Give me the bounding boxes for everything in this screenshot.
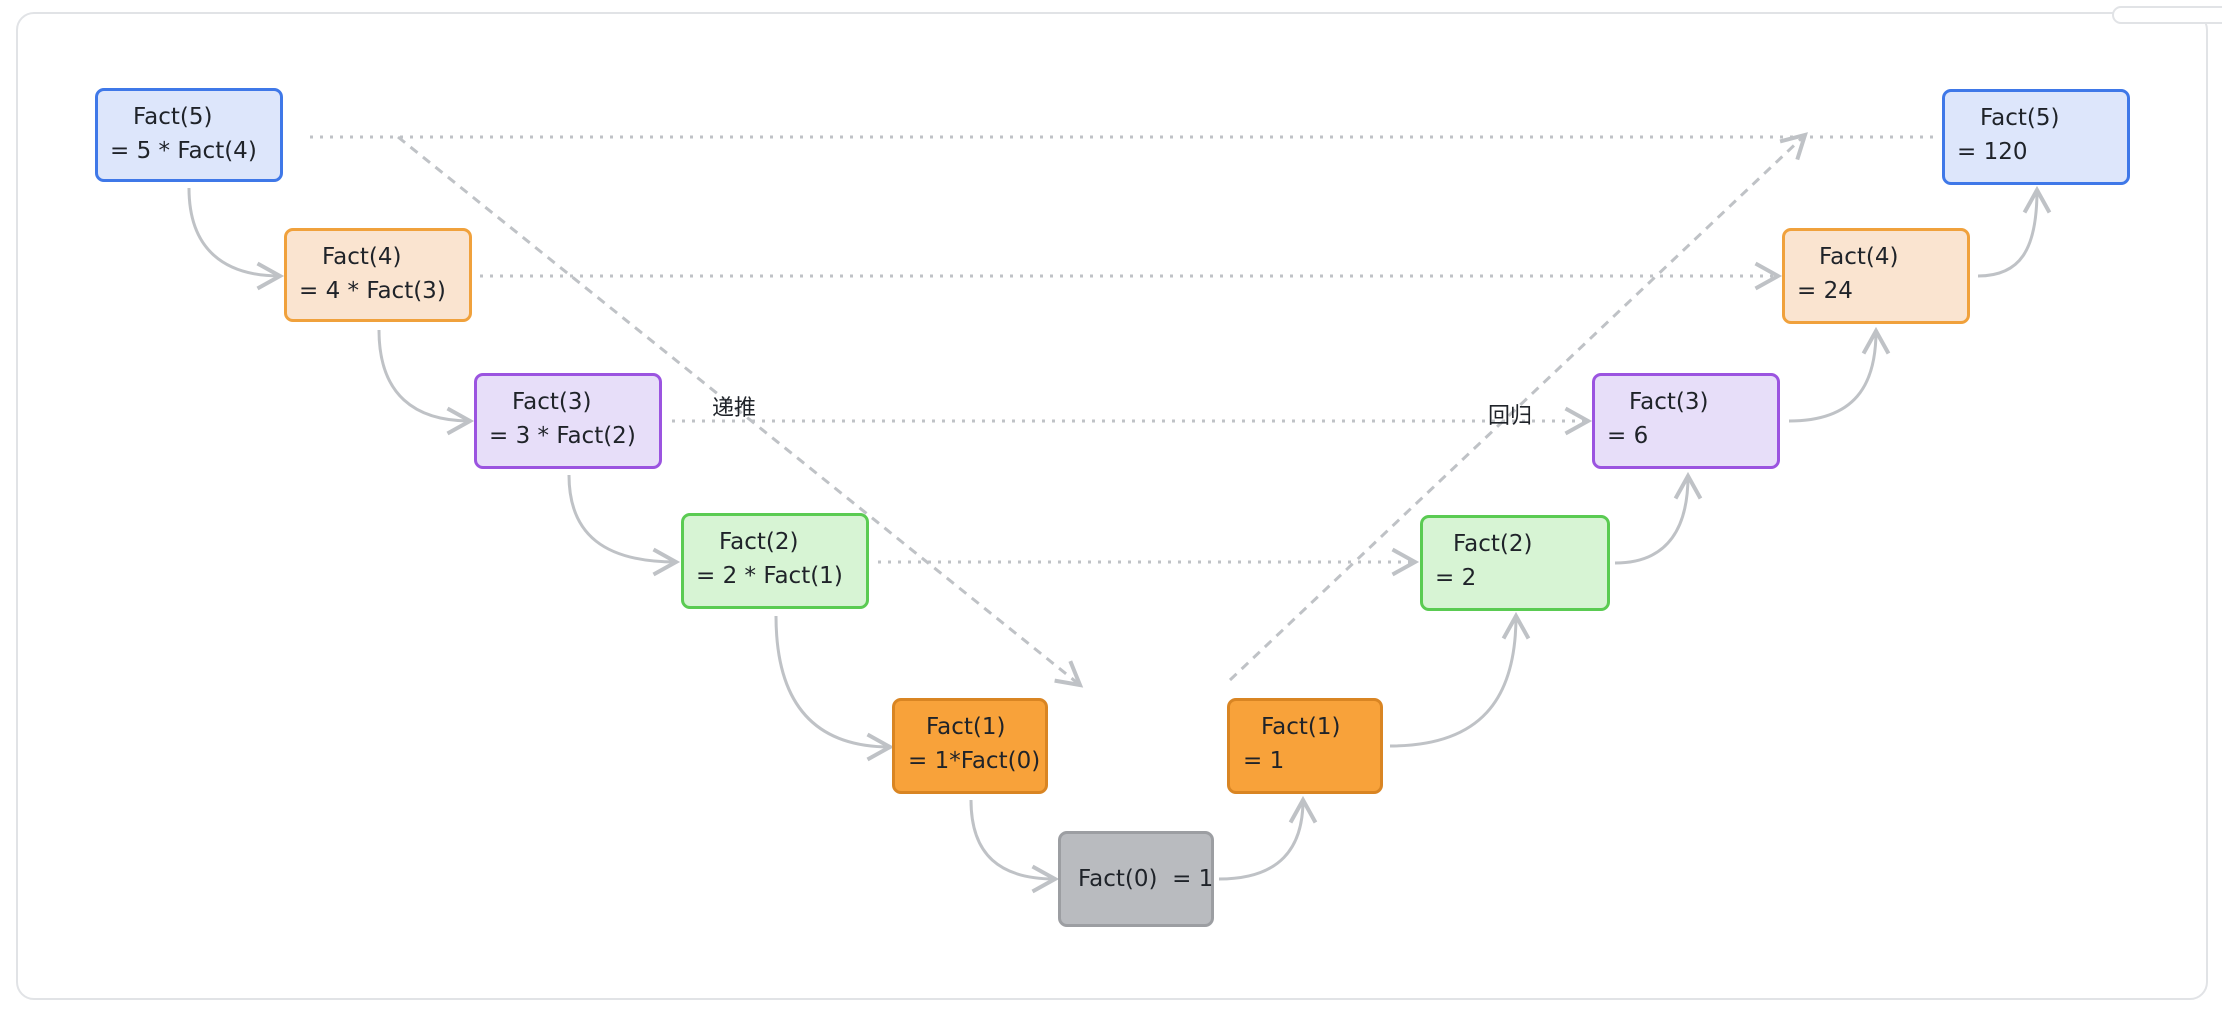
node-fact2-expand[interactable]: Fact(2) = 2 * Fact(1) bbox=[681, 513, 869, 609]
node-line-1: Fact(5) bbox=[133, 104, 213, 130]
node-line-1: Fact(3) bbox=[512, 389, 592, 415]
node-line-2: = 1 bbox=[1243, 748, 1285, 774]
edge-f2-f1 bbox=[774, 615, 895, 762]
recursion-label: 递推 bbox=[712, 396, 757, 421]
node-line-2: = 120 bbox=[1957, 139, 2028, 165]
node-fact4-expand[interactable]: Fact(4) = 4 * Fact(3) bbox=[284, 228, 472, 322]
node-line-2: = 3 * Fact(2) bbox=[489, 423, 636, 449]
node-line-2: = 4 * Fact(3) bbox=[299, 278, 446, 304]
regression-label: 回归 bbox=[1488, 404, 1533, 429]
node-line-2: = 24 bbox=[1797, 278, 1853, 304]
node-line-1: Fact(2) bbox=[719, 529, 799, 555]
node-fact1-result[interactable]: Fact(1) = 1 bbox=[1227, 698, 1383, 794]
node-line-2: = 5 * Fact(4) bbox=[110, 138, 257, 164]
node-fact1-expand[interactable]: Fact(1) = 1*Fact(0) bbox=[892, 698, 1048, 794]
node-line-2: = 2 bbox=[1435, 565, 1477, 591]
edge-f3r-f4r bbox=[1788, 326, 1891, 423]
node-line-1: Fact(5) bbox=[1980, 105, 2060, 131]
regression-diagonal bbox=[1228, 132, 1808, 682]
node-line-1: Fact(1) bbox=[1261, 714, 1341, 740]
edge-f1r-f2r bbox=[1389, 611, 1531, 748]
panel-corner bbox=[2112, 6, 2222, 24]
node-line-2: = 2 * Fact(1) bbox=[696, 563, 843, 589]
node-text: Fact(0) = 1 bbox=[1078, 866, 1214, 892]
node-fact3-result[interactable]: Fact(3) = 6 bbox=[1592, 373, 1780, 469]
node-fact5-expand[interactable]: Fact(5) = 5 * Fact(4) bbox=[95, 88, 283, 182]
node-fact3-expand[interactable]: Fact(3) = 3 * Fact(2) bbox=[474, 373, 662, 469]
node-line-2: = 1*Fact(0) bbox=[908, 748, 1041, 774]
node-line-1: Fact(4) bbox=[322, 244, 402, 270]
node-fact0-base[interactable]: Fact(0) = 1 bbox=[1058, 831, 1214, 927]
node-fact2-result[interactable]: Fact(2) = 2 bbox=[1420, 515, 1610, 611]
recursion-diagonal bbox=[397, 135, 1084, 688]
edge-f5-f4 bbox=[187, 187, 285, 291]
node-line-1: Fact(4) bbox=[1819, 244, 1899, 270]
node-line-1: Fact(3) bbox=[1629, 389, 1709, 415]
node-line-1: Fact(1) bbox=[926, 714, 1006, 740]
edge-f1-f0 bbox=[969, 799, 1060, 894]
node-line-2: = 6 bbox=[1607, 423, 1649, 449]
node-fact5-result[interactable]: Fact(5) = 120 bbox=[1942, 89, 2130, 185]
edge-f2r-f3r bbox=[1614, 471, 1703, 565]
edge-f3-f2 bbox=[567, 474, 681, 577]
edge-f0-f1r bbox=[1218, 795, 1318, 881]
edge-f4r-f5r bbox=[1977, 185, 2052, 278]
node-fact4-result[interactable]: Fact(4) = 24 bbox=[1782, 228, 1970, 324]
node-line-1: Fact(2) bbox=[1453, 531, 1533, 557]
edge-f4-f3 bbox=[377, 329, 475, 436]
